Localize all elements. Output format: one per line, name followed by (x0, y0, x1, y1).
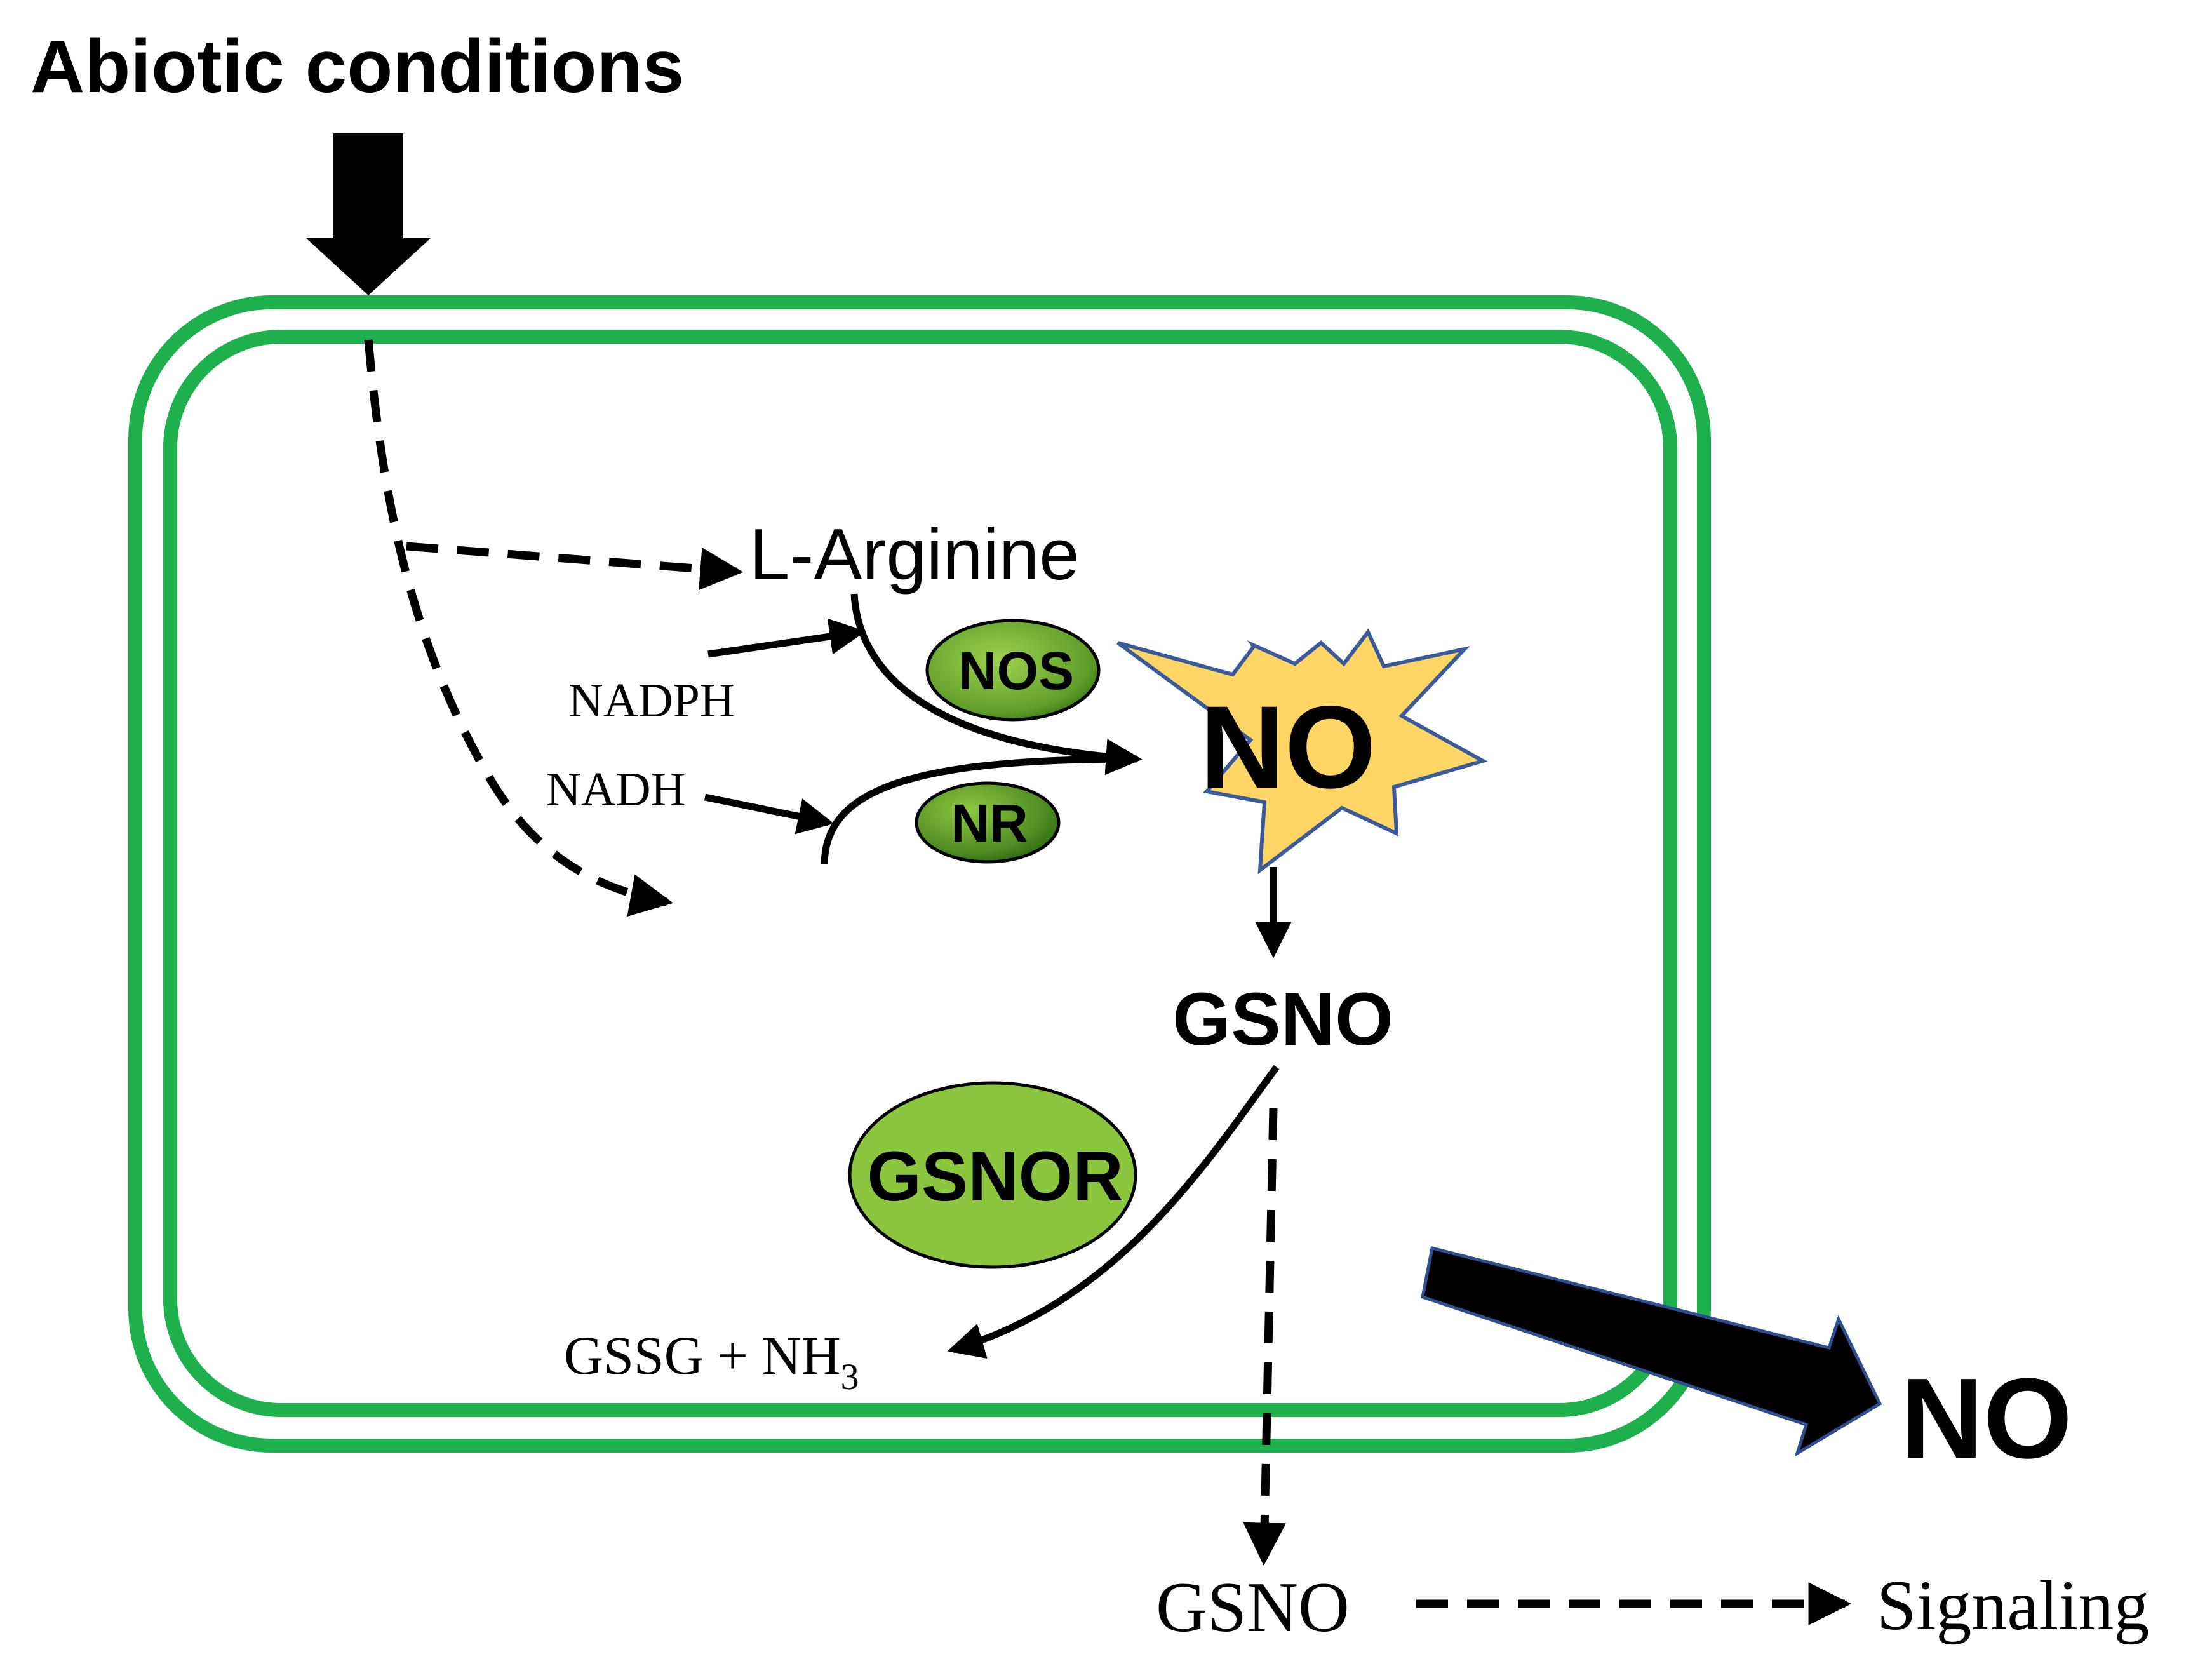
nadph-label: NADPH (568, 674, 735, 727)
cell-wall-inner (163, 330, 1677, 1417)
no-burst-shape (1116, 628, 1488, 875)
nadh-label: NADH (546, 763, 686, 816)
signaling-label: Signaling (1877, 1566, 2149, 1645)
no-export-arrow (1421, 1246, 1882, 1457)
exported-no-label: NO (1901, 1355, 2072, 1482)
nos-enzyme-ellipse (925, 619, 1101, 722)
gsno-degradation-curve (947, 1065, 1280, 1359)
gsno-export-dashed-arrow (1243, 1108, 1287, 1566)
breakdown-products-label: GSSG + NH3 (564, 1325, 859, 1397)
stress-to-arginine-dashed-arrow (406, 542, 744, 591)
gsnor-enzyme-label: GSNOR (867, 1138, 1123, 1216)
nr-reaction-curve (821, 755, 1137, 864)
cell-wall-outer (128, 295, 1711, 1453)
breakdown-products-main: GSSG + NH (564, 1325, 841, 1386)
exported-gsno-label: GSNO (1156, 1568, 1350, 1647)
gsnor-enzyme-ellipse (848, 1081, 1137, 1269)
nr-enzyme-label: NR (951, 793, 1028, 853)
gsno-label: GSNO (1172, 978, 1393, 1061)
nadh-to-nr-arrow (704, 793, 835, 835)
abiotic-input-arrow (306, 133, 431, 295)
breakdown-products-subscript: 3 (841, 1356, 859, 1397)
diagram-heading: Abiotic conditions (30, 25, 684, 109)
nr-enzyme-ellipse (915, 781, 1061, 864)
stress-signal-dashed-path (364, 339, 673, 917)
l-arginine-label: L-Arginine (749, 514, 1080, 595)
nos-reaction-curve (850, 593, 1143, 776)
nadph-to-arginine-arrow (707, 618, 866, 658)
nos-enzyme-label: NOS (958, 641, 1074, 701)
no-product-label: NO (1200, 682, 1376, 813)
